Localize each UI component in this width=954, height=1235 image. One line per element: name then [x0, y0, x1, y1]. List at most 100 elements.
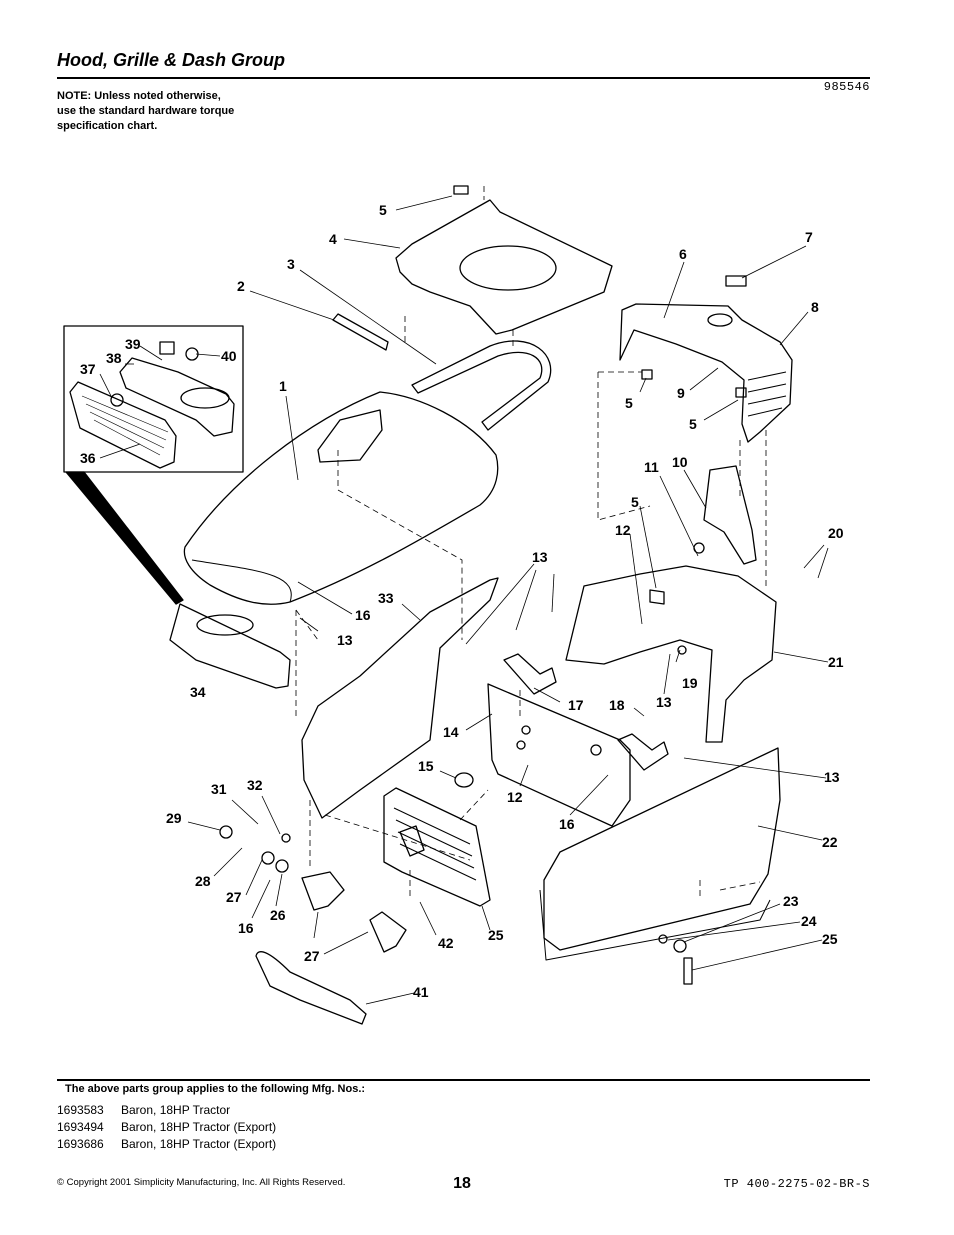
footer-rule	[57, 1079, 870, 1081]
callout-16: 16	[559, 816, 575, 832]
callout-35: 34	[190, 684, 206, 700]
page-title: Hood, Grille & Dash Group	[57, 50, 286, 70]
callout-16: 16	[238, 920, 254, 936]
model-number: 1693686	[57, 1137, 104, 1151]
torque-note-line: specification chart.	[57, 120, 158, 132]
washer-24	[658, 934, 668, 944]
callout-33: 32	[247, 777, 263, 793]
hood-u-bumper	[411, 340, 552, 431]
dash-bracket	[703, 465, 757, 565]
washer-19	[677, 645, 687, 655]
callout-22: 22	[822, 834, 838, 850]
callout-30: 28	[195, 873, 211, 889]
model-description: Baron, 18HP Tractor (Export)	[121, 1120, 277, 1134]
model-description: Baron, 18HP Tractor	[121, 1103, 231, 1117]
grille	[383, 787, 491, 907]
torque-note: NOTE: Unless noted otherwise, use the st…	[57, 89, 234, 134]
front-panel	[543, 747, 781, 951]
callout-18: 18	[609, 697, 625, 713]
grommet	[454, 772, 474, 788]
inset-pointer	[65, 471, 184, 605]
hood-vent	[317, 409, 383, 463]
callout-32: 31	[211, 781, 227, 797]
callout-15: 15	[418, 758, 434, 774]
callout-12: 12	[615, 522, 631, 538]
callout-13: 13	[824, 769, 840, 785]
dash-housing	[619, 303, 793, 443]
spacer-29	[261, 851, 275, 865]
dash-upper-panel	[395, 199, 613, 335]
callout-7: 7	[805, 229, 813, 245]
header-rule	[57, 77, 870, 79]
applies-heading: The above parts group applies to the fol…	[65, 1083, 366, 1095]
grille-bracket-lower	[369, 911, 407, 953]
document-code: TP 400-2275-02-BR-S	[723, 1177, 870, 1191]
callout-8: 8	[811, 299, 819, 315]
hood-seal	[332, 313, 389, 351]
callout-16: 16	[355, 607, 371, 623]
inset-clip	[159, 341, 175, 355]
hood	[183, 391, 499, 605]
inset-lens	[69, 381, 177, 469]
front-bumper	[255, 951, 367, 1025]
nut-31	[219, 825, 233, 839]
dash-clip	[453, 185, 469, 195]
torque-note-line: NOTE: Unless noted otherwise,	[57, 90, 221, 102]
callout-24: 24	[801, 913, 817, 929]
bracket-18	[617, 733, 669, 771]
firewall	[565, 565, 777, 743]
bolt-33	[281, 833, 291, 843]
callout-13: 13	[532, 549, 548, 565]
callout-28: 26	[270, 907, 286, 923]
callout-1: 1	[279, 378, 287, 394]
callout-26: 25	[488, 927, 504, 943]
callout-5: 5	[689, 416, 697, 432]
callout-21: 21	[828, 654, 844, 670]
callout-4: 4	[329, 231, 337, 247]
bracket-17	[503, 653, 557, 695]
callout-5: 5	[631, 494, 639, 510]
callout-6: 6	[679, 246, 687, 262]
callout-10: 10	[672, 454, 688, 470]
copyright: © Copyright 2001 Simplicity Manufacturin…	[57, 1177, 346, 1188]
callout-41: 41	[413, 984, 429, 1000]
callout-25: 25	[822, 931, 838, 947]
callout-14: 14	[443, 724, 459, 740]
callout-34: 33	[378, 590, 394, 606]
callout-40: 40	[221, 348, 237, 364]
callout-23: 23	[783, 893, 799, 909]
callout-9: 9	[677, 385, 685, 401]
callout-5: 5	[379, 202, 387, 218]
diagram-number: 985546	[823, 80, 870, 94]
callout-29: 27	[226, 889, 242, 905]
callout-31: 29	[166, 810, 182, 826]
washer-23	[673, 939, 687, 953]
callout-11: 11	[644, 459, 659, 475]
callout-42: 42	[438, 935, 454, 951]
callout-13: 13	[337, 632, 353, 648]
model-number: 1693583	[57, 1103, 104, 1117]
callout-5: 5	[625, 395, 633, 411]
callout-2: 2	[237, 278, 245, 294]
callout-37: 37	[80, 361, 96, 377]
callout-19: 19	[682, 675, 698, 691]
callout-27: 27	[304, 948, 320, 964]
side-panel	[301, 577, 499, 819]
dash-plate	[487, 683, 631, 827]
inset-housing	[119, 357, 235, 437]
model-row: 1693686 Baron, 18HP Tractor (Export)	[57, 1137, 276, 1151]
torque-note-line: use the standard hardware torque	[57, 105, 235, 117]
grille-bracket	[301, 871, 345, 911]
callout-36: 36	[80, 450, 96, 466]
model-description: Baron, 18HP Tractor (Export)	[121, 1137, 277, 1151]
model-row: 1693583 Baron, 18HP Tractor	[57, 1103, 230, 1117]
spacer-28	[275, 859, 289, 873]
page-number: 18	[453, 1175, 471, 1192]
callout-13: 13	[656, 694, 672, 710]
callout-3: 3	[287, 256, 295, 272]
callout-39: 39	[125, 336, 141, 352]
callout-20: 20	[828, 525, 844, 541]
headlight-assembly	[169, 603, 291, 689]
callout-38: 38	[106, 350, 122, 366]
